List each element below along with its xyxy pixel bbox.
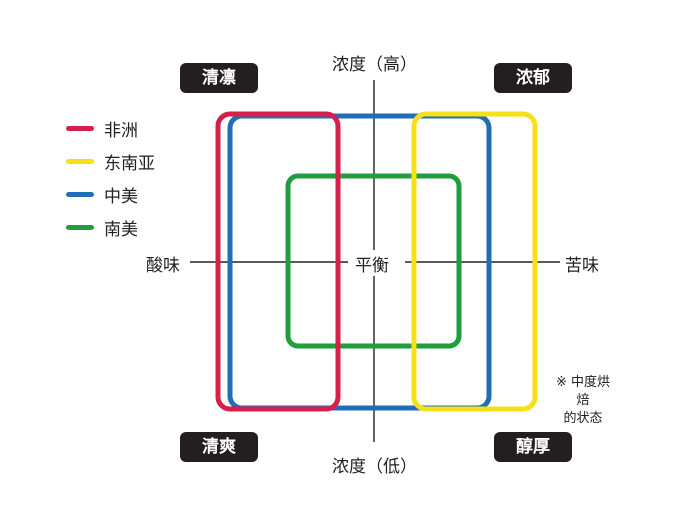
region-southeast-asia (411, 111, 538, 412)
legend-swatch (66, 159, 94, 164)
region-africa (215, 111, 341, 412)
axis-label-bottom: 浓度（低） (332, 457, 417, 477)
corner-badge-top-right: 浓郁 (494, 63, 572, 93)
axis-label-top: 浓度（高） (332, 55, 417, 75)
corner-badge-bottom-right: 醇厚 (494, 432, 572, 462)
legend-item: 中美 (66, 178, 155, 211)
legend: 非洲东南亚中美南美 (66, 112, 155, 244)
legend-label: 南美 (104, 220, 138, 240)
corner-badge-top-left: 清凛 (180, 63, 258, 93)
legend-swatch (66, 225, 94, 230)
region-south-america (285, 173, 462, 349)
legend-label: 非洲 (104, 121, 138, 141)
legend-swatch (66, 126, 94, 131)
axis-label-center: 平衡 (355, 256, 389, 276)
axis-label-right: 苦味 (565, 256, 599, 276)
roast-note-line1: ※ 中度烘焙 (555, 375, 611, 408)
legend-item: 非洲 (66, 112, 155, 145)
legend-label: 中美 (104, 187, 138, 207)
legend-swatch (66, 192, 94, 197)
corner-badge-bottom-left: 清爽 (180, 432, 258, 462)
roast-note-line2: 的状态 (563, 411, 603, 426)
axis-label-left: 酸味 (146, 256, 180, 276)
legend-label: 东南亚 (104, 154, 155, 174)
legend-item: 南美 (66, 211, 155, 244)
legend-item: 东南亚 (66, 145, 155, 178)
roast-note: ※ 中度烘焙 的状态 (553, 374, 613, 428)
region-central-america (227, 113, 492, 411)
